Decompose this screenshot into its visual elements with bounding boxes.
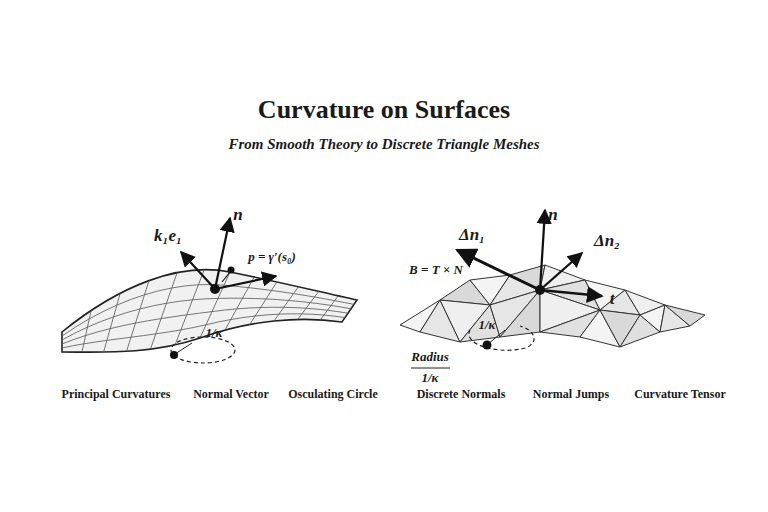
normal-jump-arrow — [457, 250, 540, 290]
normal-jump-arrow — [540, 253, 582, 290]
caption-label: Discrete Normals — [417, 388, 506, 401]
vector-label: k₁e₁ — [154, 227, 182, 246]
vector-label: t — [610, 290, 615, 309]
vector-label: Δn₂ — [594, 232, 620, 251]
caption-label: Principal Curvatures — [62, 388, 171, 401]
radius-label: 1/κ — [422, 371, 439, 385]
caption-label: Normal Jumps — [533, 388, 609, 401]
subtitle: From Smooth Theory to Discrete Triangle … — [228, 136, 539, 153]
radius-label: Radius — [411, 350, 449, 364]
normal-arrow — [215, 218, 230, 289]
caption-label: Osculating Circle — [288, 388, 377, 401]
title: Curvature on Surfaces — [258, 96, 510, 125]
vector-label: Δn₁ — [459, 226, 485, 245]
radius-label: 1/κ — [206, 326, 223, 340]
caption-label: Normal Vector — [193, 388, 269, 401]
radius-label: 1/κ — [479, 318, 496, 332]
tangent-arrow — [215, 276, 276, 289]
principal-arrow — [181, 252, 215, 289]
normal-arrow — [540, 210, 545, 290]
triangle-mesh — [400, 265, 705, 347]
vector-label: n — [548, 206, 557, 225]
vector-label: p = γ′(s₀) — [248, 250, 296, 264]
osculating-circle — [171, 337, 235, 363]
fraction-bar — [411, 367, 450, 368]
caption-label: Curvature Tensor — [634, 388, 725, 401]
mesh-vertex — [535, 285, 545, 295]
surface-point — [210, 284, 220, 294]
vector-label: B = T × N — [409, 263, 463, 277]
vector-label: n — [233, 206, 242, 225]
tangent-arrow — [540, 290, 602, 296]
